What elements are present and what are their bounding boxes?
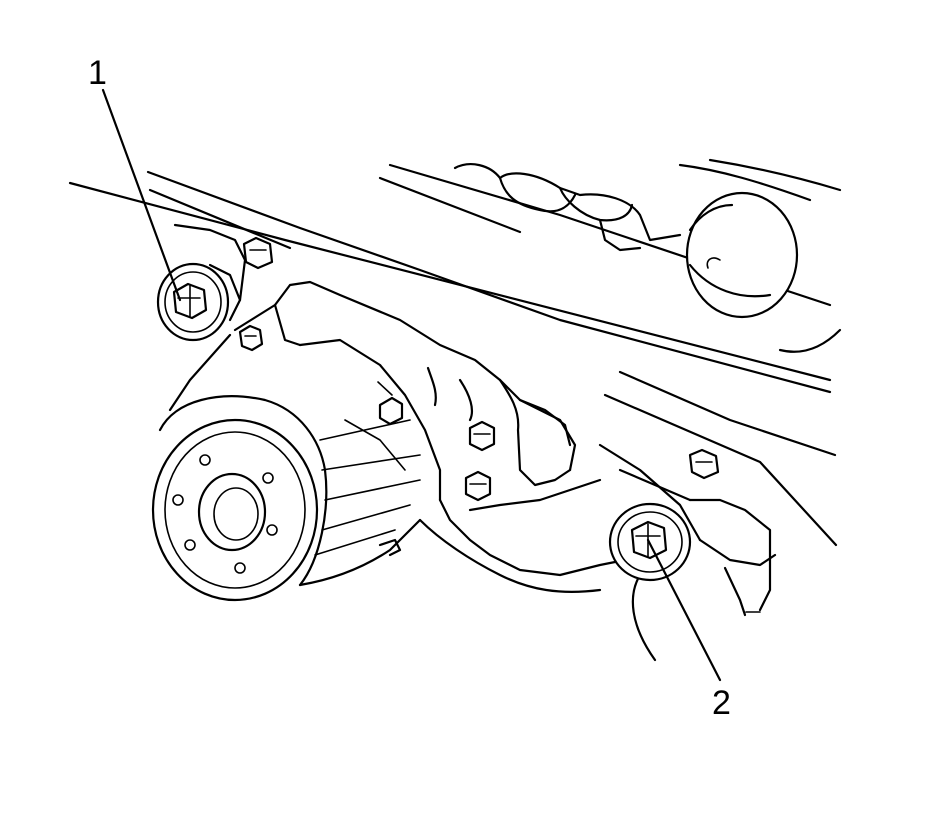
callout-label-1: 1 bbox=[88, 54, 107, 92]
frame-rails bbox=[68, 163, 838, 547]
mount-bolt-1-icon bbox=[172, 282, 208, 320]
bolt-icon bbox=[464, 470, 492, 502]
bolt-icon bbox=[688, 448, 720, 480]
bolt-icon bbox=[468, 420, 496, 452]
differential-housing bbox=[168, 280, 777, 662]
housing-bolts bbox=[238, 236, 720, 502]
upper-control-arm bbox=[453, 158, 842, 353]
bolt-icon bbox=[378, 396, 404, 426]
bolt-icon bbox=[242, 236, 274, 270]
leader-line-1 bbox=[101, 88, 182, 302]
callout-leaders bbox=[101, 88, 722, 682]
axle-flange bbox=[151, 395, 422, 602]
left-mount-bushing bbox=[156, 223, 247, 342]
right-mount-bushing bbox=[608, 468, 692, 582]
bolt-icon bbox=[238, 324, 264, 352]
callout-label-2: 2 bbox=[712, 684, 731, 722]
leader-line-2 bbox=[646, 538, 722, 682]
